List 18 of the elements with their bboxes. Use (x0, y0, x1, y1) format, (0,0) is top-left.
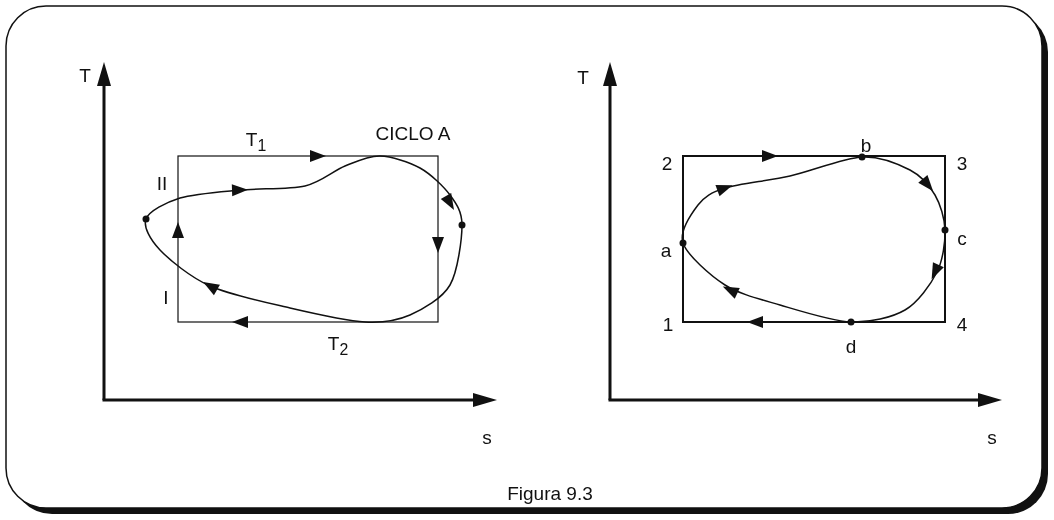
process-label: II (156, 173, 168, 193)
point-label: d (845, 336, 857, 356)
temperature-label: T$_{2}$ (327, 334, 349, 358)
temperature-label: T$_{1}$ (245, 130, 267, 154)
point-label: 2 (661, 153, 673, 173)
axis-label: T (577, 67, 589, 87)
figure-caption: Figura 9.3 (507, 483, 593, 505)
cycle-label: CICLO A (375, 123, 451, 143)
axis-label: s (987, 427, 997, 447)
point-label: a (660, 240, 672, 260)
axis-label: s (482, 427, 492, 447)
process-label: I (163, 287, 169, 307)
point-label: 4 (956, 314, 968, 334)
point-label: b (860, 135, 872, 155)
axis-label: T (79, 65, 91, 85)
point-label: 1 (662, 314, 674, 334)
point-label: c (957, 228, 967, 248)
point-label: 3 (956, 153, 968, 173)
